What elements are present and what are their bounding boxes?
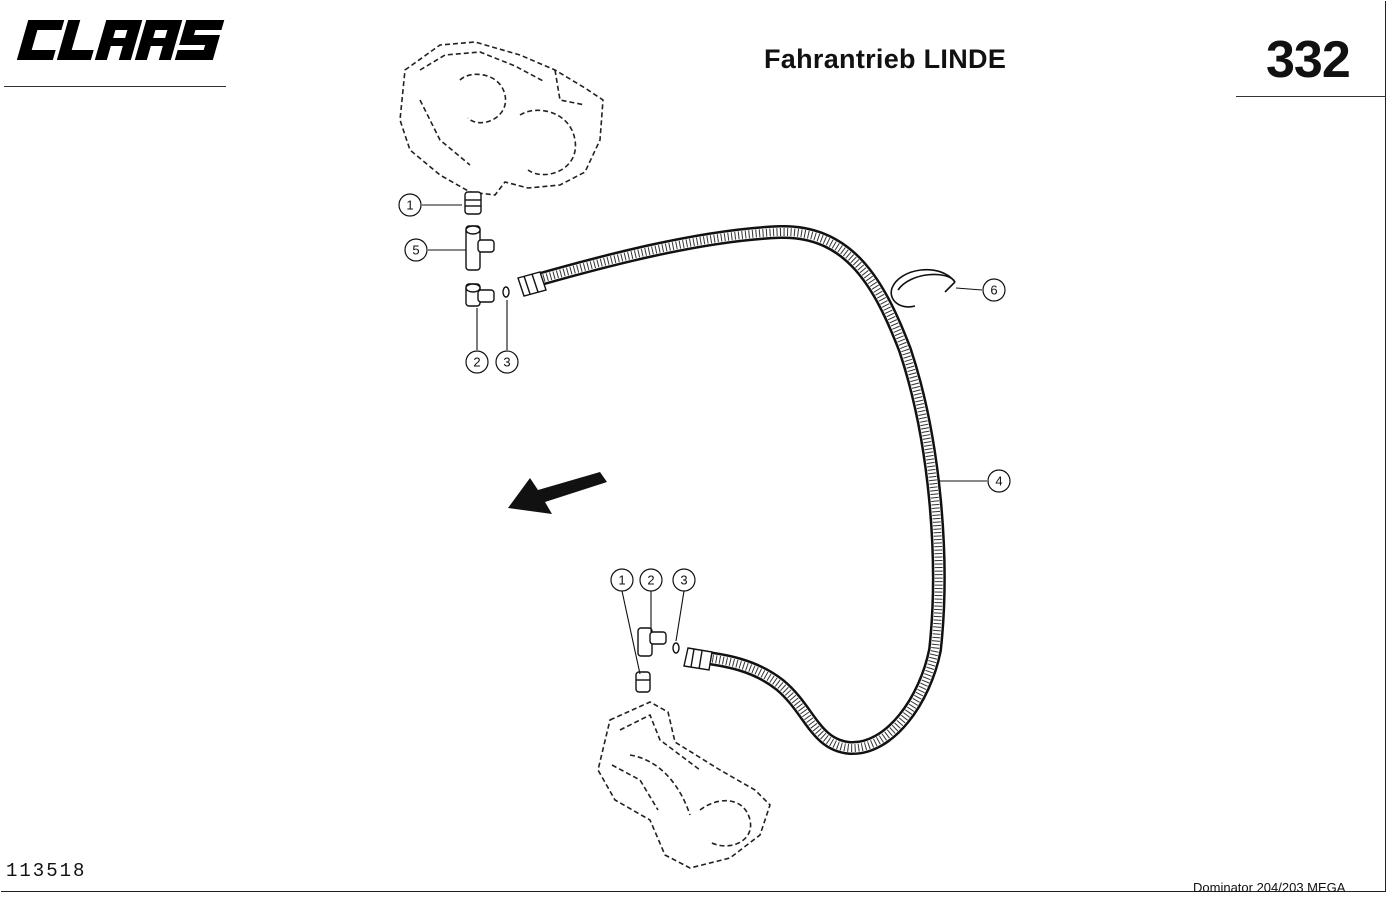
nipple-fitting-top: [464, 191, 482, 215]
svg-text:1: 1: [406, 198, 413, 213]
elbow-fitting-bottom: [637, 627, 667, 657]
model-label: Dominator 204/203 MEGA: [1193, 880, 1346, 895]
callout-3-bottom: 3: [672, 568, 696, 592]
claas-logo: [16, 20, 225, 60]
svg-text:4: 4: [995, 474, 1002, 489]
svg-text:1: 1: [618, 573, 625, 588]
hose-clamp: [890, 268, 956, 308]
direction-arrow: [508, 472, 607, 514]
o-ring-bottom: [672, 642, 680, 654]
page-number: 332: [1266, 31, 1351, 89]
o-ring-top: [502, 286, 510, 298]
callout-6: 6: [982, 278, 1006, 302]
callout-3-top: 3: [495, 350, 519, 374]
header-rule-right: [1236, 96, 1386, 97]
svg-text:5: 5: [412, 243, 419, 258]
header-rule-left: [4, 86, 226, 87]
leader-lines: [422, 204, 987, 675]
elbow-fitting-top: [465, 283, 495, 307]
callout-5: 5: [404, 238, 428, 262]
nipple-fitting-bottom: [635, 671, 651, 693]
drawing-id: 113518: [6, 860, 87, 882]
page-title: Fahrantrieb LINDE: [764, 44, 1007, 74]
svg-text:2: 2: [473, 355, 480, 370]
callout-2-bottom: 2: [639, 568, 663, 592]
svg-text:2: 2: [647, 573, 654, 588]
svg-text:3: 3: [680, 573, 687, 588]
svg-text:3: 3: [503, 355, 510, 370]
hose-fitting-top: [517, 271, 547, 297]
hose-fitting-bottom: [683, 647, 713, 671]
callout-4: 4: [987, 469, 1011, 493]
tee-fitting: [465, 225, 495, 271]
pump-housing: [399, 41, 604, 196]
hose: [523, 224, 946, 755]
svg-text:6: 6: [990, 283, 997, 298]
motor-housing: [597, 701, 771, 869]
callout-2-top: 2: [465, 350, 489, 374]
callout-1-top: 1: [398, 193, 422, 217]
callout-1-bottom: 1: [610, 568, 634, 592]
